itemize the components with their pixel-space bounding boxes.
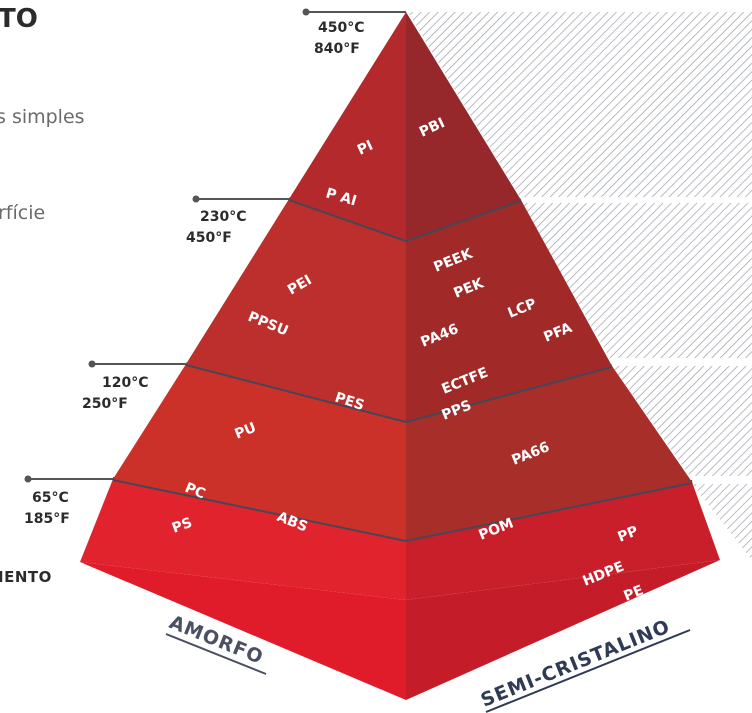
polymer-label: PE xyxy=(622,582,646,604)
temp-fahrenheit: 250°F xyxy=(82,396,128,412)
temp-fahrenheit: 185°F xyxy=(24,511,70,527)
section-label-fragment: IENTO xyxy=(0,568,52,586)
temp-celsius: 450°C xyxy=(318,20,365,36)
temp-marker-65: 65°C 185°F xyxy=(24,488,70,530)
temp-leader-lines xyxy=(28,11,406,480)
temp-leader-dots xyxy=(24,8,310,483)
temp-marker-230: 230°C 450°F xyxy=(186,207,247,249)
hatch-shadow xyxy=(408,12,752,560)
temp-marker-450: 450°C 840°F xyxy=(314,18,365,60)
temp-marker-120: 120°C 250°F xyxy=(82,373,149,415)
tier-3 xyxy=(113,364,692,540)
description-text-line2: rfície xyxy=(0,202,46,224)
polymer-label: PI xyxy=(355,138,376,159)
polymer-label: PC xyxy=(183,480,208,503)
polymer-label: PP xyxy=(616,523,641,546)
tier-2 xyxy=(186,199,612,421)
page-heading-fragment: TO xyxy=(0,4,38,34)
polymer-label: PS xyxy=(170,515,195,537)
base-label-amorfo-underline xyxy=(165,633,267,675)
temp-celsius: 65°C xyxy=(32,490,69,506)
description-text-line1: s simples xyxy=(0,106,85,128)
polymer-label: PU xyxy=(233,420,259,443)
temp-fahrenheit: 450°F xyxy=(186,230,232,246)
temp-fahrenheit: 840°F xyxy=(314,41,360,57)
tier-4 xyxy=(80,479,720,700)
temp-celsius: 120°C xyxy=(102,375,149,391)
base-label-semi-underline xyxy=(485,629,691,713)
tier-1 xyxy=(289,12,521,240)
temp-celsius: 230°C xyxy=(200,209,247,225)
